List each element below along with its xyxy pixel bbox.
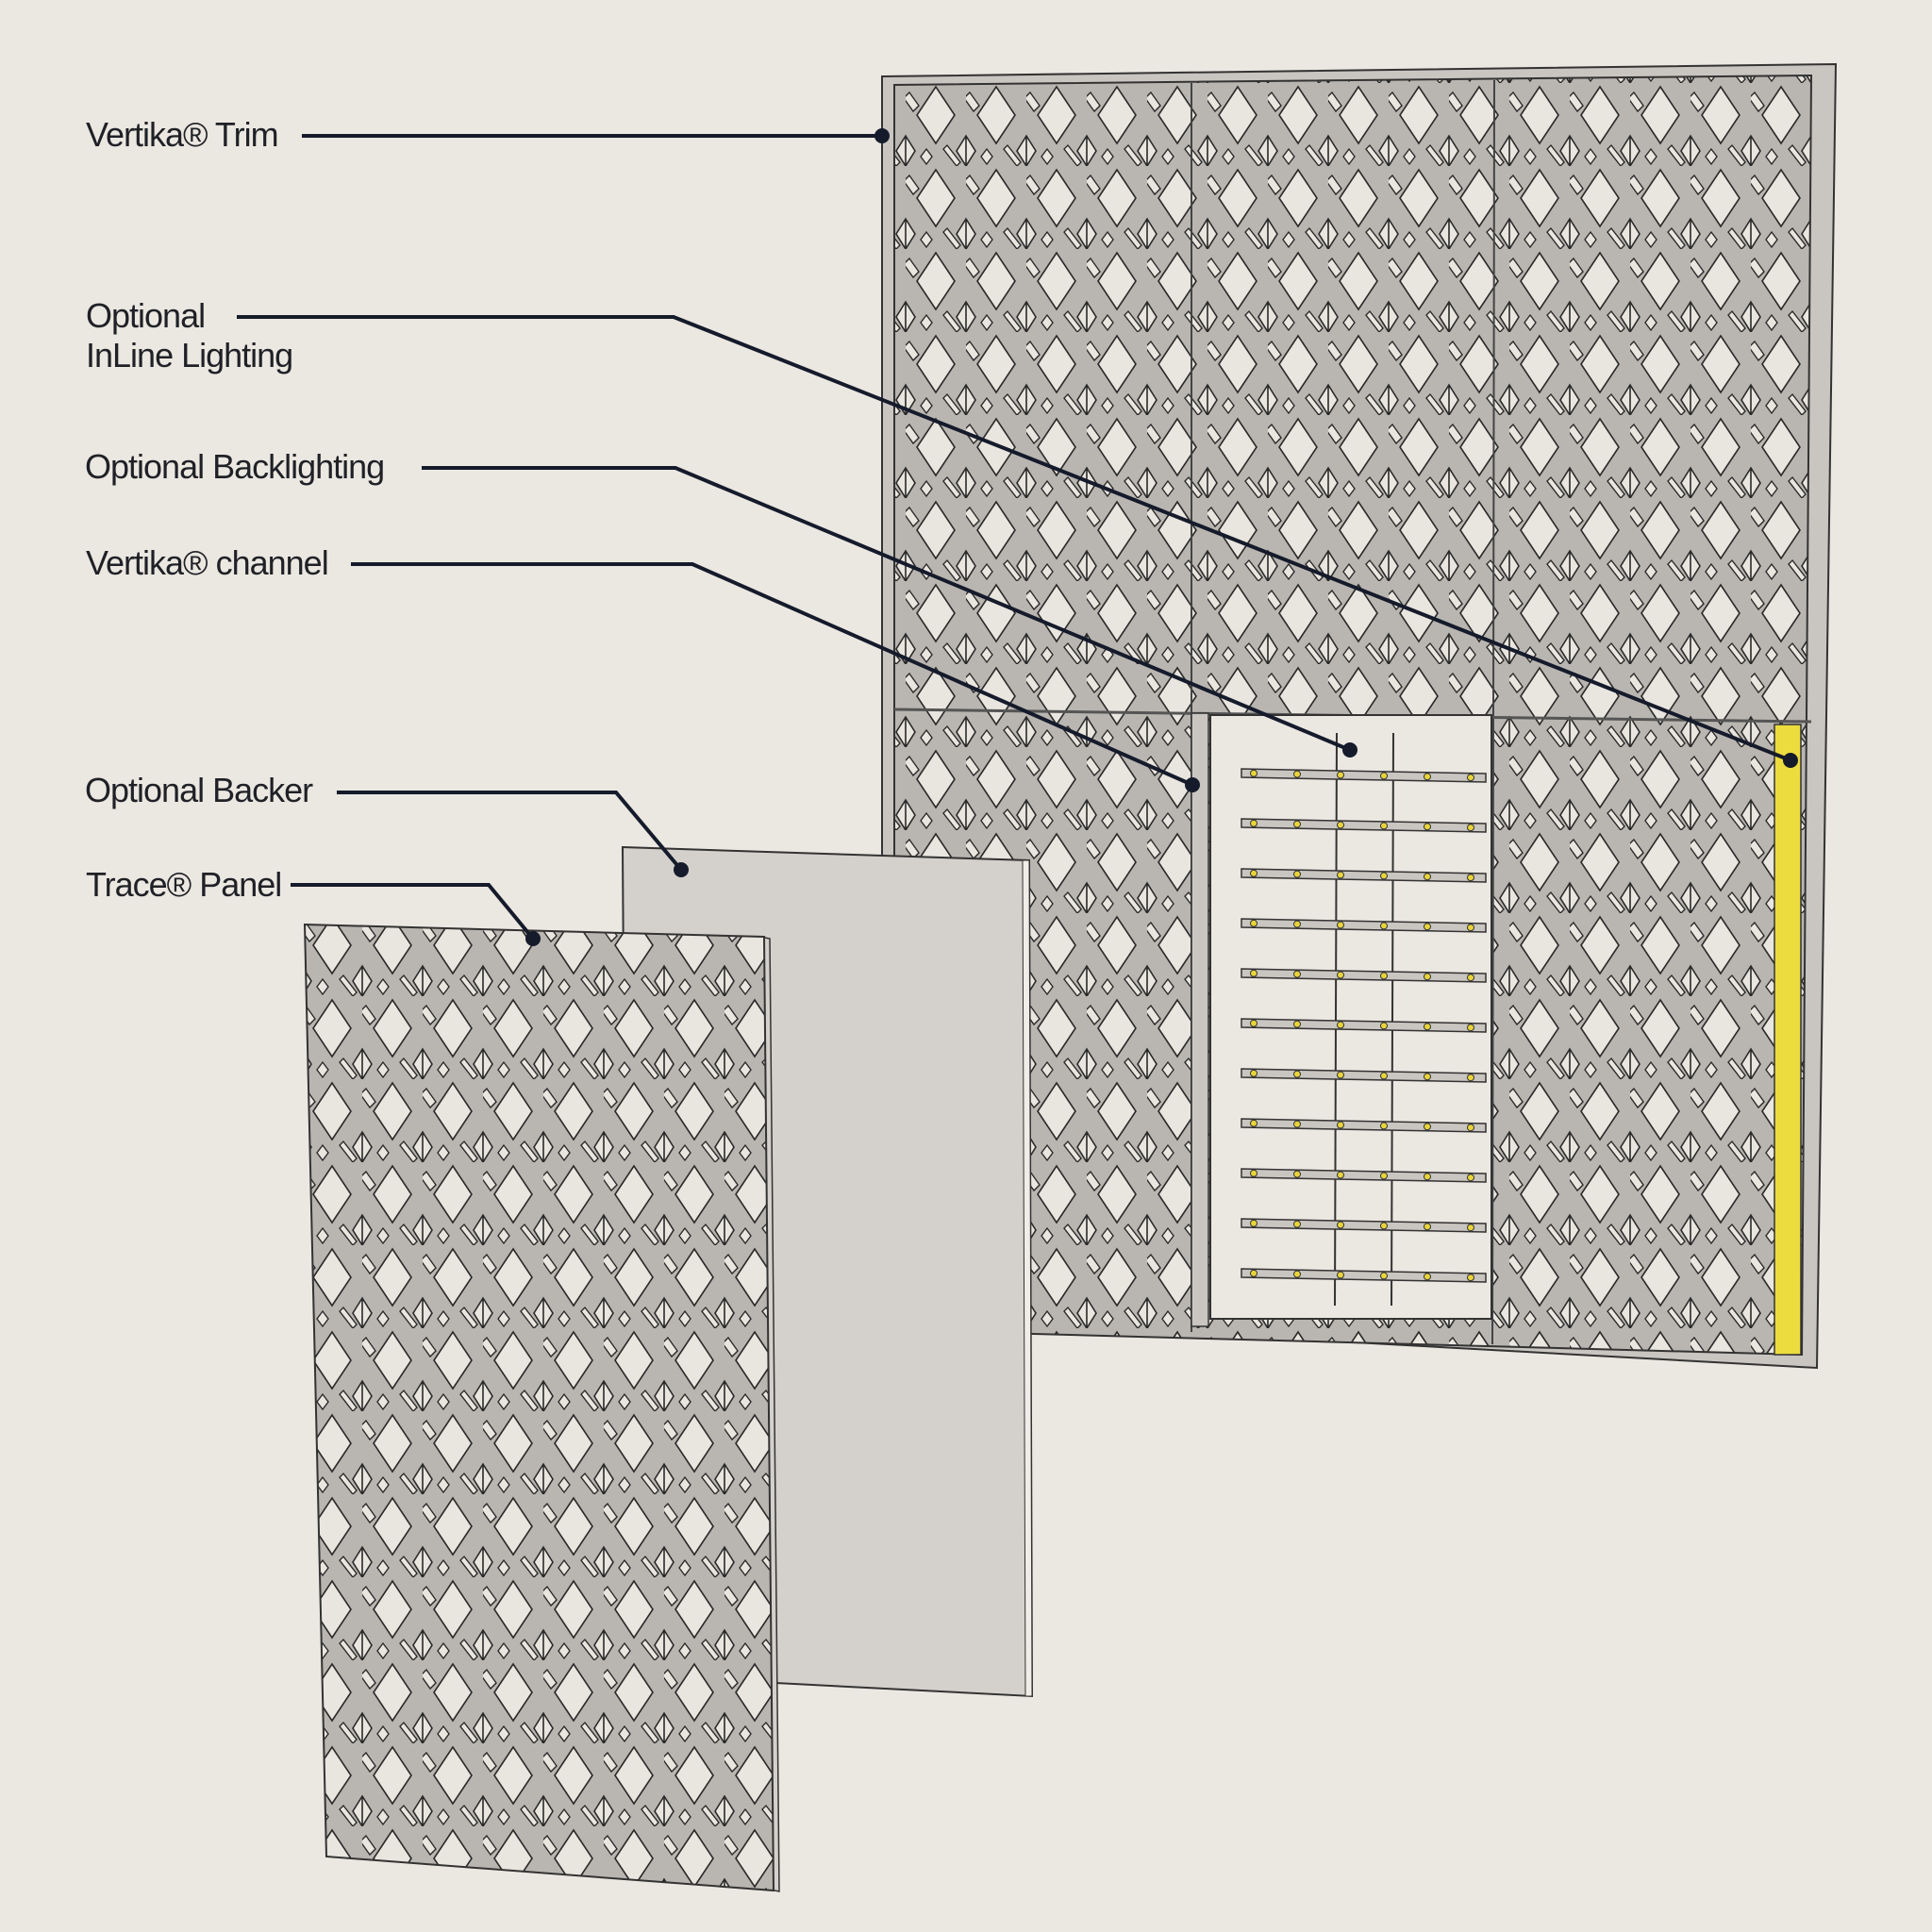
led-diode — [1293, 1170, 1301, 1178]
led-strips — [1241, 768, 1487, 1283]
led-diode — [1337, 971, 1344, 979]
panel-seam — [1491, 79, 1495, 1345]
led-diode — [1250, 919, 1257, 927]
led-diode — [1250, 1069, 1257, 1077]
led-diode — [1380, 922, 1388, 930]
leader-channel — [351, 562, 1193, 787]
led-diode — [1293, 970, 1301, 978]
led-diode — [1467, 1274, 1474, 1282]
led-diode — [1424, 773, 1431, 781]
led-diode — [1293, 1020, 1301, 1028]
led-diode — [1380, 872, 1388, 880]
inline-lighting-strip — [1774, 724, 1802, 1356]
led-diode — [1380, 1172, 1388, 1180]
led-diode — [1424, 1023, 1431, 1031]
led-diode — [1424, 1223, 1431, 1231]
label-optional-backer: Optional Backer — [85, 771, 313, 809]
led-diode — [1337, 1121, 1344, 1129]
label-vertika-channel: Vertika® channel — [86, 543, 329, 582]
led-diode — [1337, 1071, 1344, 1079]
led-diode — [1337, 871, 1344, 879]
led-diode — [1467, 974, 1474, 982]
led-diode — [1337, 1171, 1344, 1179]
led-diode — [1250, 1019, 1257, 1027]
led-diode — [1337, 1271, 1344, 1279]
led-diode — [1380, 822, 1388, 830]
led-diode — [1293, 1270, 1301, 1278]
led-diode — [1293, 1220, 1301, 1228]
led-diode — [1293, 770, 1301, 778]
led-diode — [1250, 1219, 1257, 1227]
led-diode — [1250, 769, 1257, 777]
backer-edge — [1022, 859, 1033, 1697]
dot-channel — [1185, 777, 1200, 792]
led-diode — [1467, 1124, 1474, 1132]
led-diode — [1424, 973, 1431, 981]
leader-inline-lighting — [237, 315, 1791, 762]
led-diode — [1337, 1021, 1344, 1029]
led-diode — [1380, 1122, 1388, 1130]
led-diode — [1467, 1174, 1474, 1182]
led-diode — [1424, 1273, 1431, 1281]
backlighting-area — [1209, 714, 1492, 1320]
led-diode — [1380, 772, 1388, 780]
led-diode — [1467, 824, 1474, 832]
led-diode — [1337, 1221, 1344, 1229]
leader-backer — [337, 791, 683, 872]
led-diode — [1467, 874, 1474, 882]
led-diode — [1337, 821, 1344, 829]
led-diode — [1250, 969, 1257, 977]
vertika-channel — [1191, 712, 1209, 1327]
leader-lines — [237, 134, 1791, 941]
leader-backlighting — [422, 466, 1351, 752]
led-diode — [1293, 820, 1301, 828]
led-diode — [1424, 873, 1431, 881]
led-diode — [1250, 1169, 1257, 1177]
led-diode — [1293, 870, 1301, 878]
led-diode — [1293, 920, 1301, 928]
dot-inline-lighting — [1783, 753, 1798, 768]
label-vertika-trim: Vertika® Trim — [86, 115, 279, 154]
led-diode — [1293, 1120, 1301, 1128]
led-diode — [1467, 1224, 1474, 1232]
leader-panel — [291, 883, 535, 941]
wall-assembly — [881, 62, 1838, 1370]
label-trace-panel: Trace® Panel — [86, 865, 282, 904]
led-diode — [1424, 1073, 1431, 1081]
led-diode — [1467, 1024, 1474, 1032]
led-diode — [1424, 1173, 1431, 1181]
dot-panel — [525, 931, 541, 946]
led-diode — [1337, 771, 1344, 779]
led-diode — [1250, 819, 1257, 827]
led-diode — [1424, 823, 1431, 831]
label-inline-lighting-1: Optional — [86, 296, 206, 335]
led-diode — [1250, 869, 1257, 877]
trace-panel — [303, 923, 775, 1892]
led-diode — [1250, 1119, 1257, 1127]
led-diode — [1337, 921, 1344, 929]
led-diode — [1293, 1070, 1301, 1078]
dot-backer — [674, 862, 689, 877]
led-diode — [1380, 1272, 1388, 1280]
label-optional-backlighting: Optional Backlighting — [85, 447, 385, 486]
led-diode — [1380, 1022, 1388, 1030]
led-diode — [1380, 1222, 1388, 1230]
leader-dots — [525, 128, 1798, 946]
dot-trim — [874, 128, 890, 143]
led-diode — [1424, 1123, 1431, 1131]
led-diode — [1380, 972, 1388, 980]
led-diode — [1467, 1074, 1474, 1082]
led-diode — [1467, 774, 1474, 782]
led-diode — [1380, 1072, 1388, 1080]
led-diode — [1250, 1269, 1257, 1277]
dot-backlighting — [1342, 742, 1357, 758]
led-diode — [1424, 923, 1431, 931]
led-diode — [1467, 924, 1474, 932]
label-inline-lighting-2: InLine Lighting — [86, 336, 293, 375]
